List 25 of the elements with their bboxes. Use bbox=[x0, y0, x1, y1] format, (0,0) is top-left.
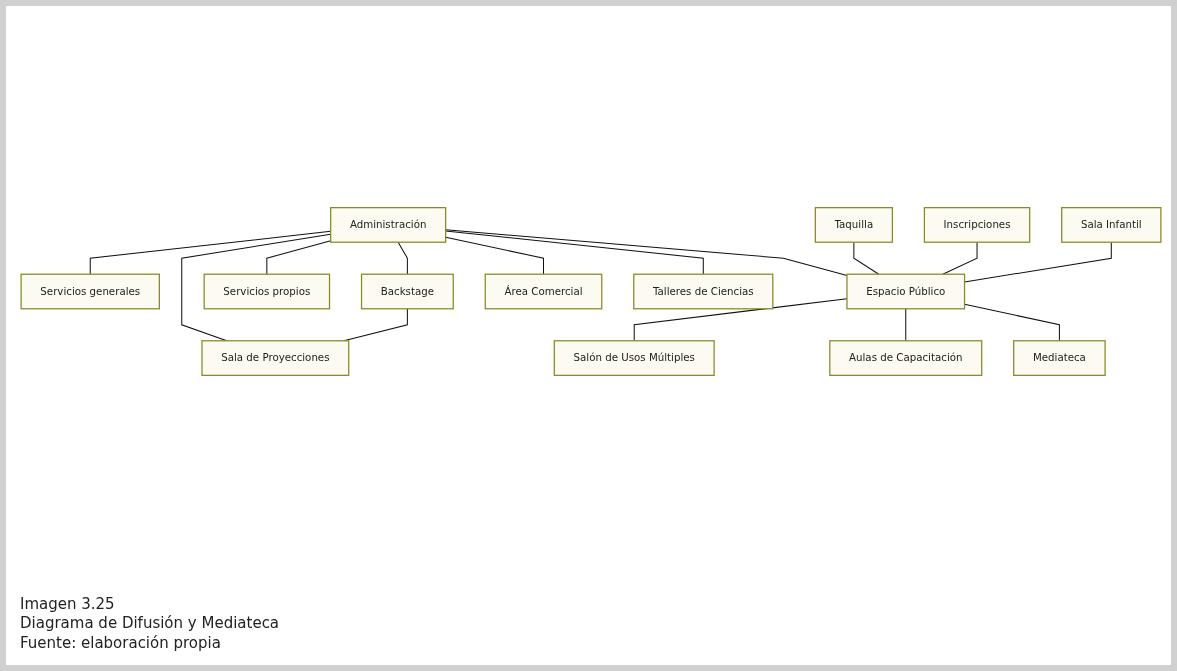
connector bbox=[964, 241, 1112, 283]
connector bbox=[964, 303, 1060, 342]
node-box: Aulas de Capacitación bbox=[829, 340, 983, 376]
connector bbox=[905, 308, 907, 342]
connector bbox=[445, 230, 704, 275]
node-box: Talleres de Ciencias bbox=[633, 273, 774, 310]
caption-note: Fuente: elaboración propia bbox=[20, 633, 222, 653]
node-box: Mediateca bbox=[1013, 340, 1106, 376]
connector bbox=[397, 241, 408, 275]
connector bbox=[942, 241, 978, 275]
node-box: Backstage bbox=[360, 273, 454, 310]
node-box: Servicios generales bbox=[20, 273, 160, 310]
node-box: Administración bbox=[330, 207, 447, 243]
node-box: Área Comercial bbox=[484, 273, 603, 310]
caption-note: Imagen 3.25 bbox=[20, 594, 116, 614]
node-box: Espacio Público bbox=[846, 273, 966, 310]
connector bbox=[445, 236, 544, 275]
connector bbox=[853, 241, 880, 275]
node-box: Servicios propios bbox=[203, 273, 331, 310]
node-box: Taquilla bbox=[814, 207, 894, 243]
node-box: Sala de Proyecciones bbox=[201, 340, 350, 376]
caption-note: Diagrama de Difusión y Mediateca bbox=[20, 614, 280, 634]
node-box: Sala Infantil bbox=[1061, 207, 1162, 243]
node-box: Salón de Usos Múltiples bbox=[553, 340, 715, 376]
node-box: Inscripciones bbox=[923, 207, 1031, 243]
